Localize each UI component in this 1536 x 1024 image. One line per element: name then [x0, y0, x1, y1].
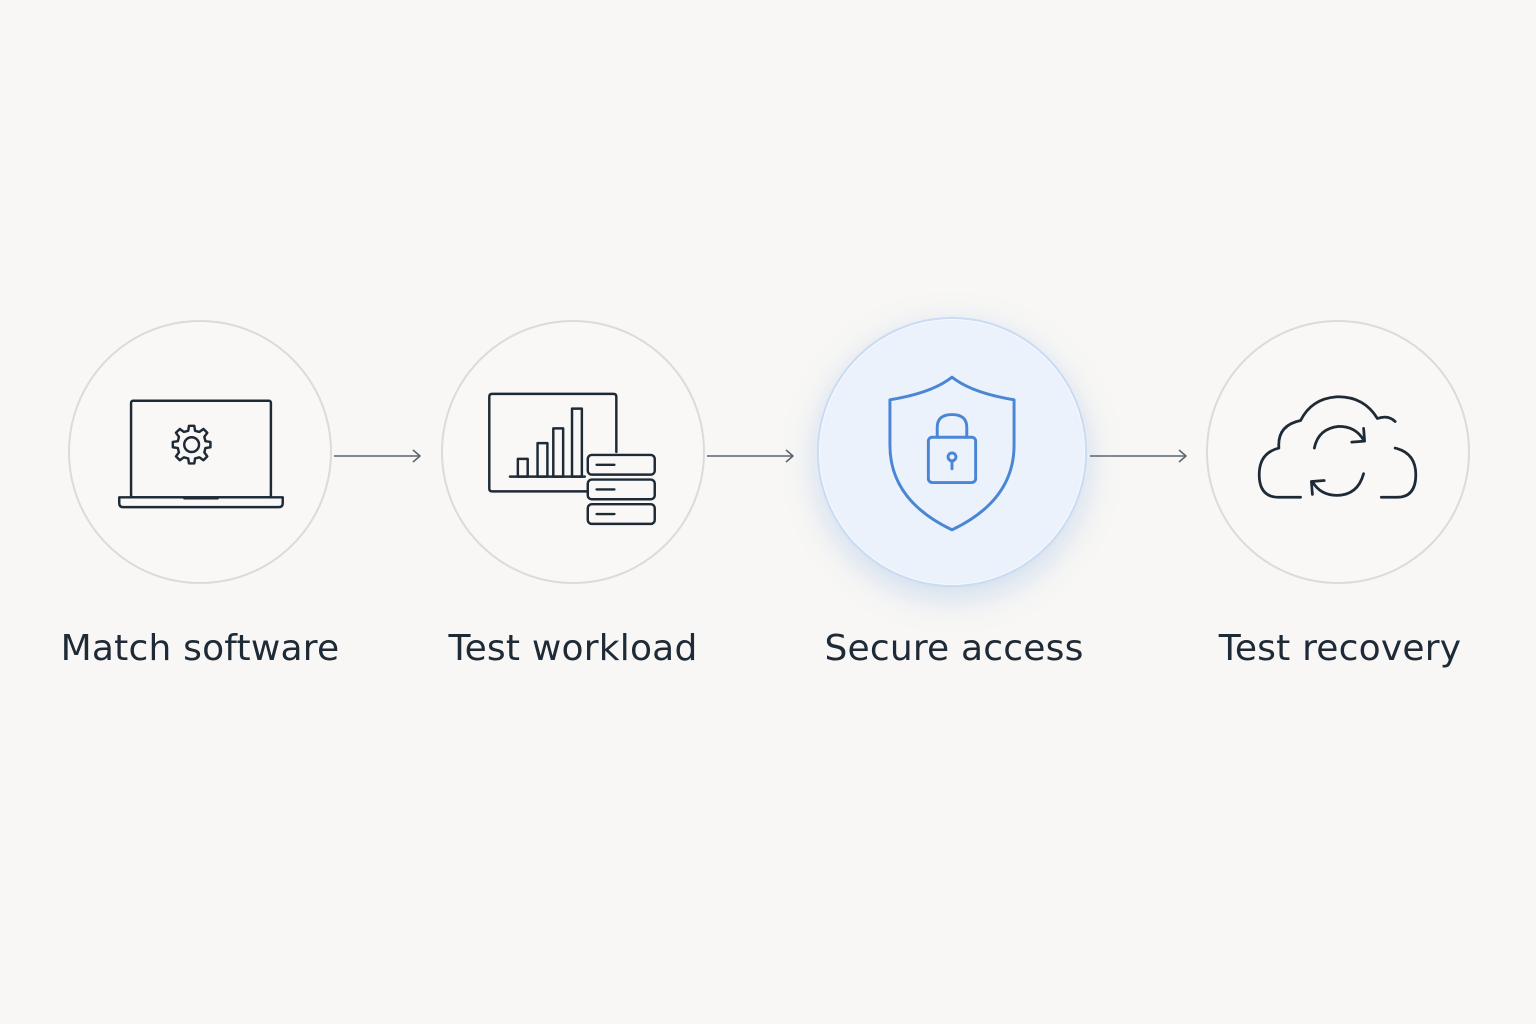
- cloud-sync-icon: [1257, 395, 1418, 499]
- arrow-right-icon: [1090, 449, 1187, 463]
- shield-lock-icon: [888, 375, 1016, 532]
- arrow-right-icon: [707, 449, 794, 463]
- step-1-circle: [68, 320, 332, 584]
- step-2-circle: [441, 320, 705, 584]
- step-3-circle: [817, 317, 1087, 587]
- arrow-right-icon: [334, 449, 421, 463]
- step-4-circle: [1206, 320, 1470, 584]
- arrow-1-2: [334, 446, 424, 466]
- step-3-label: Secure access: [824, 628, 1084, 669]
- arrow-3-4: [1090, 446, 1190, 466]
- step-2-label: Test workload: [448, 628, 698, 669]
- laptop-gear-icon: [118, 399, 284, 509]
- arrow-2-3: [707, 446, 797, 466]
- chart-server-icon: [488, 392, 656, 526]
- step-1-label: Match software: [60, 628, 340, 669]
- step-4-label: Test recovery: [1218, 628, 1462, 669]
